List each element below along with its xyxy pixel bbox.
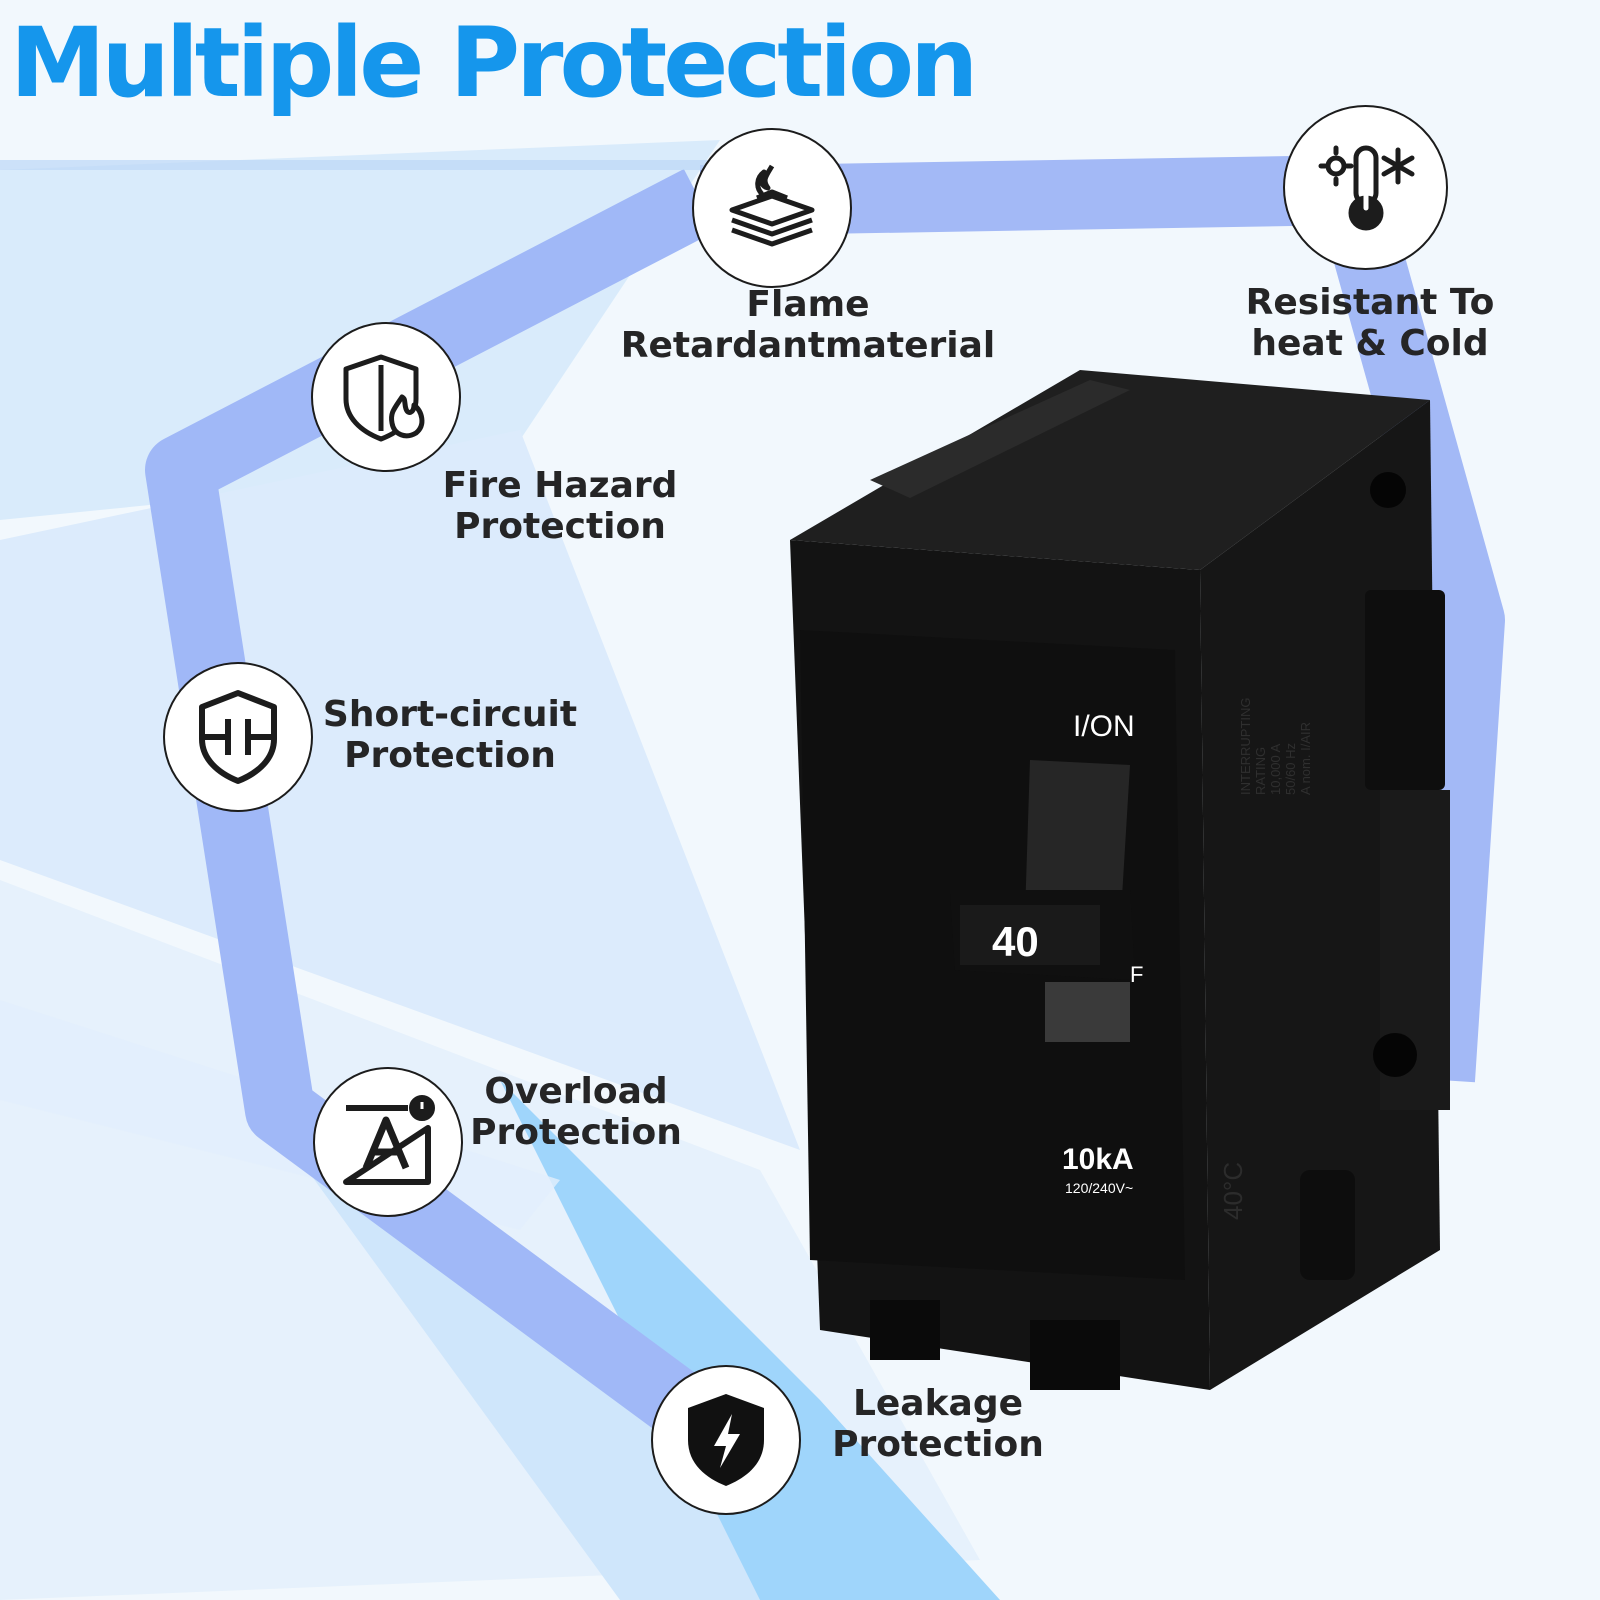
heat-cold-label: Resistant To heat & Cold: [1245, 282, 1495, 364]
breaker-body: [790, 370, 1450, 1390]
interrupt-rating: 10kA: [1062, 1143, 1134, 1176]
flame-retardant-label: Flame Retardantmaterial: [620, 284, 996, 366]
leakage-label: Leakage Protection: [832, 1383, 1044, 1465]
overload-icon: [313, 1067, 463, 1217]
amp-rating: 40: [992, 918, 1039, 965]
fire-hazard-label: Fire Hazard Protection: [442, 465, 678, 547]
page-title: Multiple Protection: [10, 7, 978, 119]
leakage-icon: [651, 1365, 801, 1515]
short-circuit-label: Short-circuit Protection: [322, 694, 578, 776]
temperature-label: 40°C: [1218, 1161, 1248, 1220]
thermometer-icon: [1283, 105, 1448, 270]
overload-label: Overload Protection: [470, 1071, 682, 1153]
circuit-breaker-product: I/ON 40 F 10kA 120/240V~ 40°C INTERRUPTI…: [790, 370, 1470, 1410]
voltage-label: 120/240V~: [1065, 1180, 1134, 1196]
short-circuit-icon: [163, 662, 313, 812]
on-label: I/ON: [1073, 710, 1135, 743]
fire-hazard-icon: [311, 322, 461, 472]
flame-retardant-icon: [692, 128, 852, 288]
side-rating-text: INTERRUPTING RATING 10,000 A 50/60 Hz A …: [1238, 697, 1313, 796]
trip-label: F: [1130, 962, 1144, 987]
